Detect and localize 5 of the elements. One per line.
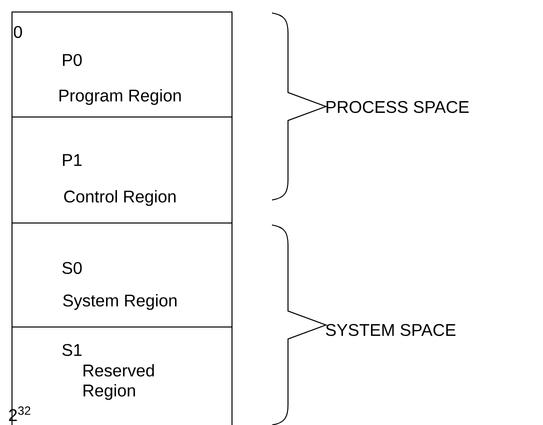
space-label: SYSTEM SPACE (326, 324, 456, 336)
address-label: 0 (14, 26, 22, 38)
region-box: S0 System Region (12, 222, 232, 328)
space-label: PROCESS SPACE (326, 100, 469, 114)
region-box: P1 Control Region (12, 116, 232, 224)
